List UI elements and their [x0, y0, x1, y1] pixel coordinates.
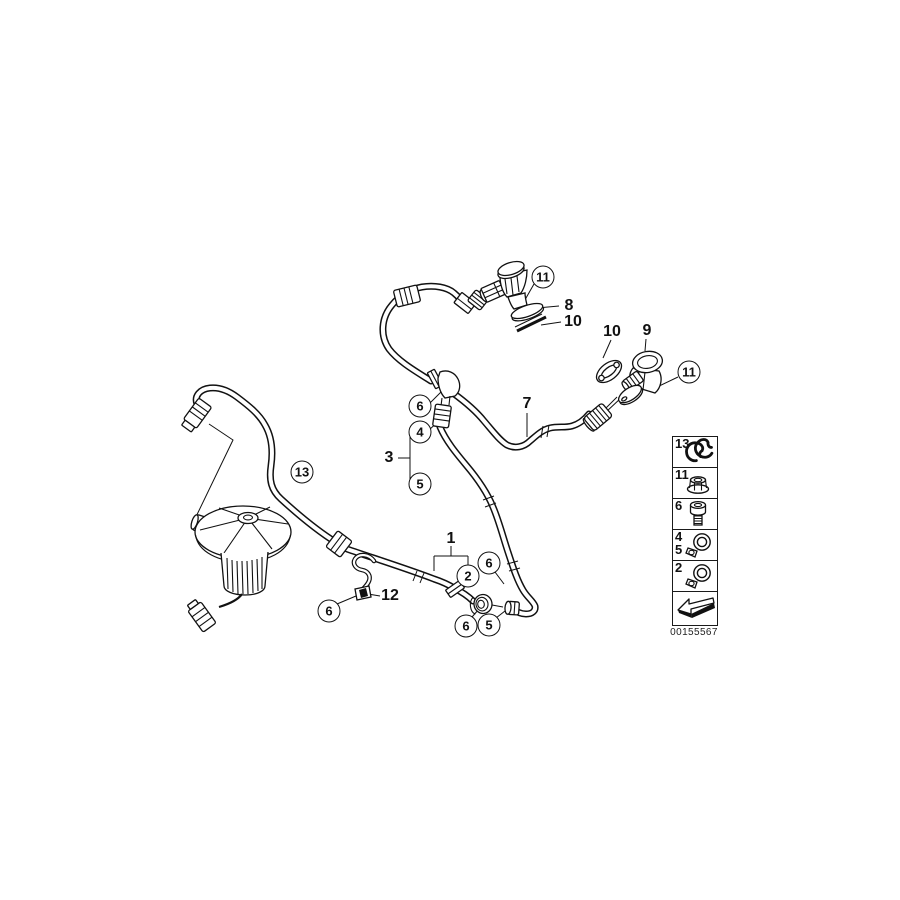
legend-label-13: 13 [675, 436, 690, 451]
callout-circle-6: 6 [477, 551, 501, 575]
right-hose-end-connector [582, 403, 613, 432]
clamp-with-washer-icon [685, 533, 711, 559]
double-clip-icon [685, 438, 714, 463]
legend-row-13: 13 [673, 436, 717, 469]
part-label-8: 8 [564, 297, 574, 314]
direction-arrow-icon [677, 597, 715, 619]
branch-top-connector [432, 403, 452, 429]
hose-right [449, 389, 593, 451]
part-label-3: 3 [384, 449, 394, 466]
hose-branch [436, 423, 539, 618]
hose-sleeve-main [325, 530, 353, 558]
callout-circle-6: 6 [408, 394, 432, 418]
flange-nut-icon [686, 476, 710, 494]
legend-row-6: 6 [673, 498, 717, 531]
legend-label-5: 5 [675, 542, 683, 558]
callout-circle-13: 13 [290, 460, 314, 484]
callout-circle-5: 5 [408, 472, 432, 496]
legend-row-2: 2 [673, 560, 717, 593]
part-label-7: 7 [522, 395, 532, 412]
callout-circle-5: 5 [477, 613, 501, 637]
part-label-9: 9 [642, 322, 652, 339]
hex-bolt-icon [689, 501, 707, 526]
legend-label-2: 2 [675, 560, 683, 576]
callout-circle-2: 2 [456, 564, 480, 588]
legend-label-6: 6 [675, 498, 683, 514]
hose-main [192, 384, 477, 605]
pipe-clamp-icon [685, 564, 711, 590]
legend-label-4: 4 [675, 529, 683, 545]
legend-row-4-5: 4 5 [673, 529, 717, 562]
callout-circle-11: 11 [531, 265, 555, 289]
legend-row-11: 11 [673, 467, 717, 500]
diagram-part-number: 00155567 [670, 627, 718, 638]
leader-lines [191, 283, 679, 619]
coupling-fitting [469, 593, 493, 615]
callout-circle-6: 6 [454, 614, 478, 638]
part-label-1: 1 [446, 530, 456, 547]
main-hose-end-connector [181, 398, 212, 433]
air-valve-illustration [617, 350, 664, 406]
part-label-10: 10 [603, 323, 621, 340]
t-fitting [426, 368, 461, 407]
callout-circle-6: 6 [317, 599, 341, 623]
part-label-10: 10 [564, 313, 582, 330]
legend-table: 13 11 6 [672, 436, 718, 626]
legend-label-11: 11 [675, 467, 689, 483]
bracket-illustration [351, 552, 377, 601]
legend-row-arrow [673, 592, 717, 622]
branch-end-fitting [504, 600, 520, 616]
callout-circle-4: 4 [408, 420, 432, 444]
part-label-12: 12 [381, 587, 399, 604]
air-pump-illustration [187, 505, 292, 633]
hose-band-marks [412, 424, 550, 584]
callout-circle-11: 11 [677, 360, 701, 384]
hose-sleeve-upper [393, 284, 421, 308]
gasket-illustration [595, 359, 623, 384]
check-valve-illustration [497, 260, 547, 333]
